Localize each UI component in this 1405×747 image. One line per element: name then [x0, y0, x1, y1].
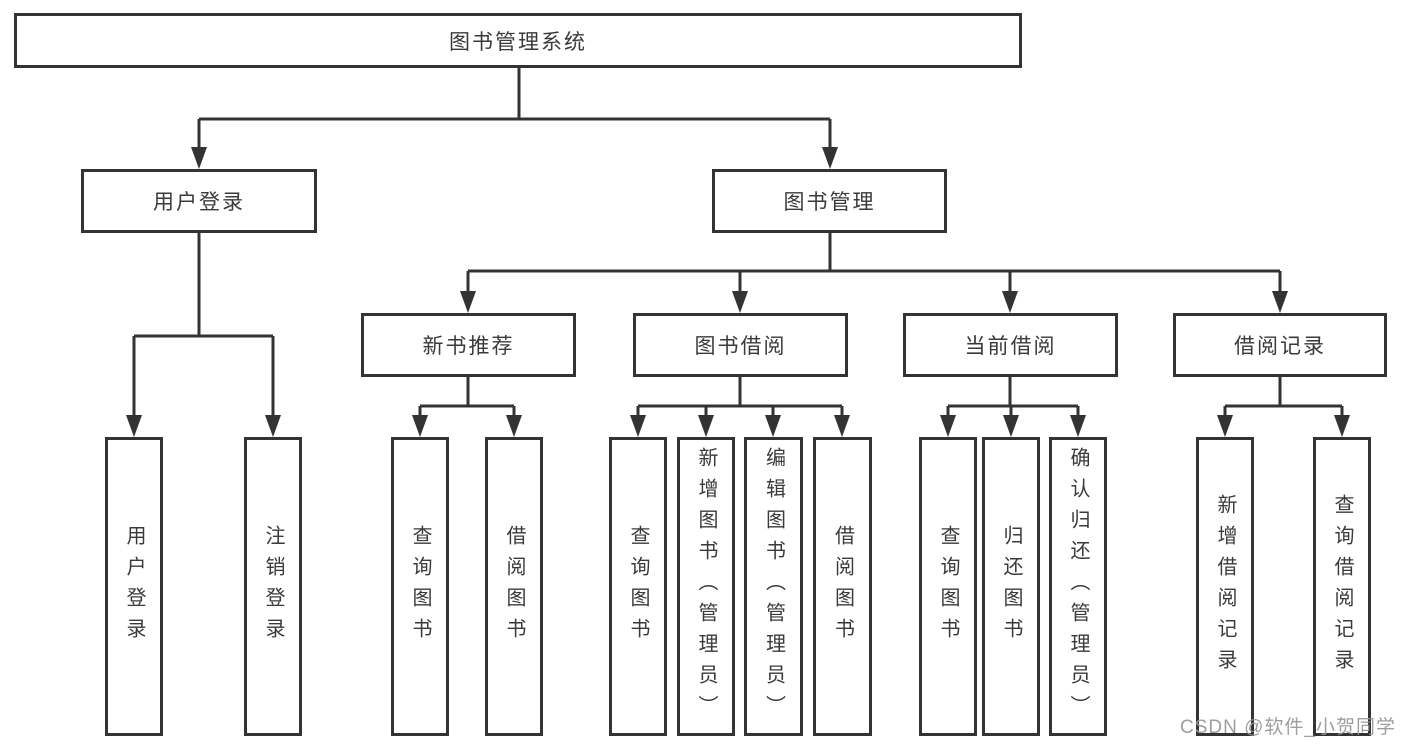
leaf-records-query-record: 查询借阅记录: [1313, 437, 1371, 736]
leaf-borrow-add-books-admin: 新增图书（管理员）: [677, 437, 735, 736]
leaf-borrow-edit-books-admin: 编辑图书（管理员）: [744, 437, 803, 736]
node-library-management-system: 图书管理系统: [14, 13, 1022, 68]
node-user-login: 用户登录: [81, 169, 317, 233]
leaf-logout: 注销登录: [244, 437, 302, 736]
leaf-borrow-borrow-books: 借阅图书: [813, 437, 872, 736]
leaf-current-confirm-return-admin: 确认归还（管理员）: [1049, 437, 1107, 736]
leaf-records-add-record: 新增借阅记录: [1196, 437, 1254, 736]
node-book-borrow: 图书借阅: [633, 313, 848, 377]
leaf-borrow-query-books: 查询图书: [609, 437, 667, 736]
node-current-borrow: 当前借阅: [903, 313, 1118, 377]
node-book-management: 图书管理: [712, 169, 947, 233]
node-borrow-records: 借阅记录: [1173, 313, 1387, 377]
leaf-user-login: 用户登录: [105, 437, 163, 736]
leaf-recommend-query-books: 查询图书: [391, 437, 449, 736]
leaf-current-return-books: 归还图书: [982, 437, 1040, 736]
leaf-current-query-books: 查询图书: [919, 437, 977, 736]
leaf-recommend-borrow-books: 借阅图书: [485, 437, 543, 736]
csdn-watermark: CSDN @软件_小贺同学: [1180, 717, 1396, 738]
node-new-book-recommend: 新书推荐: [361, 313, 576, 377]
